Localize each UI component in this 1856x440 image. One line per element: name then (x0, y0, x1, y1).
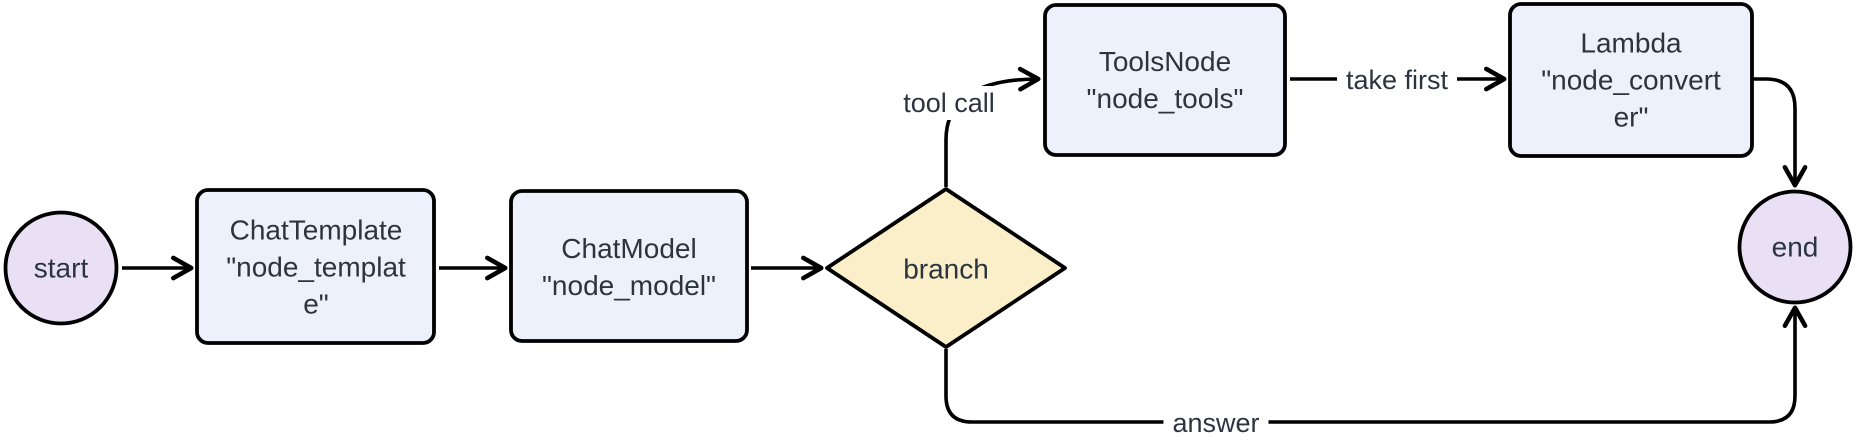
node-start-circle[interactable] (3, 210, 119, 326)
node-lambda-box[interactable] (1508, 2, 1754, 158)
node-chatmodel-box[interactable] (509, 189, 749, 343)
node-toolsnode-box[interactable] (1043, 3, 1287, 157)
node-chattemplate-box[interactable] (195, 188, 436, 345)
edge-branch-to-tools (944, 66, 1041, 187)
edge-converter-to-end (1752, 77, 1808, 188)
edge-branch-to-end-answer (944, 305, 1808, 424)
node-end-circle[interactable] (1737, 189, 1853, 305)
node-branch-diamond[interactable] (825, 187, 1067, 349)
